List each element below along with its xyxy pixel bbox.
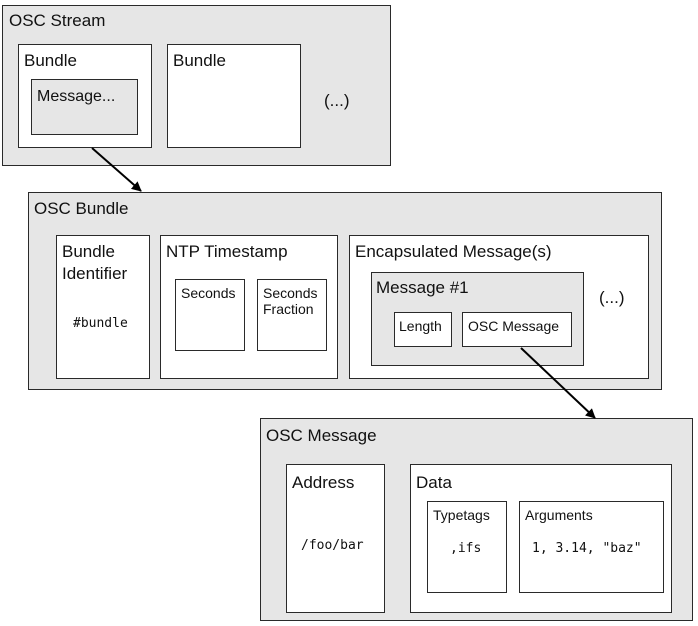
data-box: Data Typetags ,ifs Arguments 1, 3.14, "b…	[410, 464, 672, 613]
stream-bundle-2: Bundle	[167, 44, 301, 148]
osc-message-title: OSC Message	[266, 426, 377, 445]
arrow-stream-to-bundle	[91, 147, 142, 192]
stream-bundle-1: Bundle Message...	[18, 44, 152, 148]
address-box: Address /foo/bar	[286, 464, 385, 613]
data-label: Data	[416, 473, 452, 492]
encapsulated-messages-label: Encapsulated Message(s)	[355, 242, 552, 261]
osc-message-ref-box: OSC Message	[462, 312, 572, 347]
bundle-identifier-label-line1: Bundle	[62, 242, 115, 261]
osc-message-ref-label: OSC Message	[468, 318, 560, 334]
address-value: /foo/bar	[301, 538, 364, 553]
osc-message-panel: OSC Message Address /foo/bar Data Typeta…	[260, 418, 693, 621]
length-box: Length	[394, 312, 452, 347]
stream-message-box: Message...	[31, 79, 138, 135]
bundle-identifier-value: #bundle	[73, 316, 128, 331]
arguments-value: 1, 3.14, "baz"	[532, 541, 642, 556]
typetags-box: Typetags ,ifs	[427, 501, 507, 593]
stream-bundle-1-label: Bundle	[24, 51, 77, 70]
bundle-identifier-label-line2: Identifier	[62, 264, 128, 283]
osc-stream-title: OSC Stream	[9, 11, 106, 30]
osc-stream-panel: OSC Stream Bundle Message... Bundle (...…	[2, 5, 391, 166]
encapsulated-messages-box: Encapsulated Message(s) Message #1 Lengt…	[349, 235, 649, 379]
address-label: Address	[292, 473, 355, 492]
seconds-label: Seconds	[181, 285, 236, 301]
stream-message-label: Message...	[37, 88, 116, 105]
ntp-timestamp-box: NTP Timestamp Seconds Seconds Fraction	[160, 235, 338, 379]
message-1-box: Message #1 Length OSC Message	[371, 272, 584, 366]
osc-bundle-title: OSC Bundle	[34, 199, 129, 218]
seconds-fraction-label-line2: Fraction	[263, 301, 314, 317]
typetags-value: ,ifs	[450, 541, 482, 556]
seconds-fraction-label-line1: Seconds	[263, 285, 318, 301]
message-1-label: Message #1	[376, 278, 469, 297]
ntp-timestamp-label: NTP Timestamp	[166, 242, 288, 261]
arguments-box: Arguments 1, 3.14, "baz"	[519, 501, 664, 593]
seconds-fraction-box: Seconds Fraction	[257, 279, 327, 351]
seconds-box: Seconds	[175, 279, 245, 351]
arguments-label: Arguments	[525, 507, 593, 523]
stream-ellipsis: (...)	[324, 91, 350, 110]
typetags-label: Typetags	[433, 507, 490, 523]
length-label: Length	[399, 318, 442, 334]
stream-bundle-2-label: Bundle	[173, 51, 226, 70]
bundle-identifier-box: Bundle Identifier #bundle	[56, 235, 150, 379]
arrow-bundle-to-message	[520, 347, 596, 419]
osc-bundle-panel: OSC Bundle Bundle Identifier #bundle NTP…	[28, 192, 662, 390]
encapsulated-ellipsis: (...)	[599, 288, 625, 307]
